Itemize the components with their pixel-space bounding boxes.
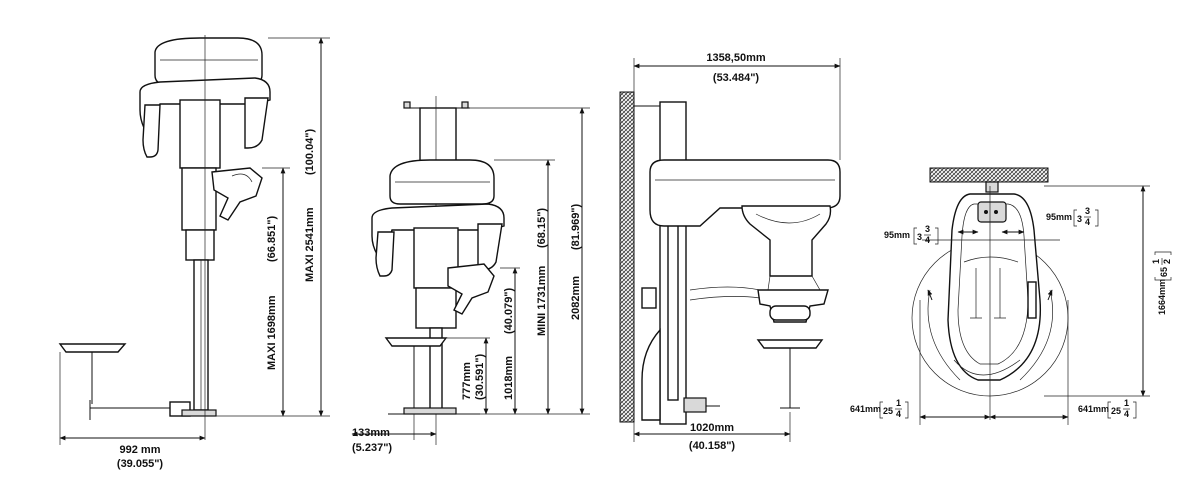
svg-text:4: 4 — [1085, 217, 1090, 227]
svg-text:1: 1 — [896, 398, 901, 408]
svg-text:25: 25 — [1111, 406, 1121, 416]
view3-top-label: 1358,50mm — [706, 52, 766, 64]
view4-right-width-label: 641mm 25 1 4 — [1078, 398, 1137, 419]
view3-bottom-label: 1020mm — [690, 422, 734, 434]
view2-h4-label: 2082mm — [570, 276, 582, 320]
view1-width-inch-label: (39.055") — [117, 458, 164, 470]
view2-h1-label: 777mm — [461, 362, 473, 400]
svg-text:1664mm: 1664mm — [1157, 279, 1167, 315]
svg-text:1: 1 — [1124, 398, 1129, 408]
view2-offset-inch-label: (5.237") — [352, 442, 392, 454]
view2-offset-label: 133mm — [352, 427, 390, 439]
view2-unit-drawing — [351, 96, 590, 445]
view4-left-gap-label: 95mm 3 3 4 — [884, 224, 939, 245]
view1-mid-height-label: MAXI 1698mm — [266, 295, 278, 370]
wall-hatch — [619, 91, 635, 423]
svg-text:1: 1 — [1151, 259, 1161, 264]
view2-h3-label: MINI 1731mm — [536, 265, 548, 336]
view1-unit-drawing — [58, 35, 330, 445]
svg-text:4: 4 — [1124, 409, 1129, 419]
view4-dimensions: 95mm 3 3 4 95mm 3 3 4 1664mm 65 1 2 — [850, 206, 1172, 419]
view1-total-height-inch-label: (100.04") — [304, 128, 316, 175]
view4-unit-drawing — [911, 167, 1150, 425]
view1-width-label: 992 mm — [120, 444, 161, 456]
view3-dimensions: 1358,50mm (53.484") 1020mm (40.158") — [689, 52, 766, 452]
view2-h4-inch-label: (81.969") — [570, 203, 582, 250]
view4-height-label: 1664mm 65 1 2 — [1151, 251, 1172, 315]
view2-h1-inch-label: (30.591") — [474, 353, 486, 400]
svg-text:3: 3 — [1077, 214, 1082, 224]
view3-unit-drawing — [619, 58, 841, 442]
view1-dimensions: 992 mm (39.055") MAXI 1698mm (66.851") M… — [117, 128, 316, 470]
svg-text:3: 3 — [925, 224, 930, 234]
ceiling-hatch — [929, 167, 1049, 183]
view1-total-height-label: MAXI 2541mm — [304, 207, 316, 282]
view2-h2-label: 1018mm — [503, 356, 515, 400]
svg-text:4: 4 — [896, 409, 901, 419]
svg-text:3: 3 — [917, 232, 922, 242]
view4-right-gap-label: 95mm 3 3 4 — [1046, 206, 1099, 227]
view2-h3-inch-label: (68.15") — [536, 208, 548, 248]
svg-text:641mm: 641mm — [1078, 404, 1109, 414]
svg-text:95mm: 95mm — [884, 230, 910, 240]
view3-top-inch-label: (53.484") — [713, 72, 760, 84]
svg-text:95mm: 95mm — [1046, 212, 1072, 222]
view3-bottom-inch-label: (40.158") — [689, 440, 736, 452]
view4-left-width-label: 641mm 25 1 4 — [850, 398, 909, 419]
view2-h2-inch-label: (40.079") — [503, 287, 515, 334]
view1-mid-height-inch-label: (66.851") — [266, 215, 278, 262]
svg-text:3: 3 — [1085, 206, 1090, 216]
svg-text:2: 2 — [1162, 259, 1172, 264]
svg-text:641mm: 641mm — [850, 404, 881, 414]
view2-dimensions: 133mm (5.237") 777mm (30.591") 1018mm (4… — [352, 203, 582, 454]
svg-text:65: 65 — [1159, 267, 1169, 277]
svg-text:4: 4 — [925, 235, 930, 245]
svg-text:25: 25 — [883, 406, 893, 416]
